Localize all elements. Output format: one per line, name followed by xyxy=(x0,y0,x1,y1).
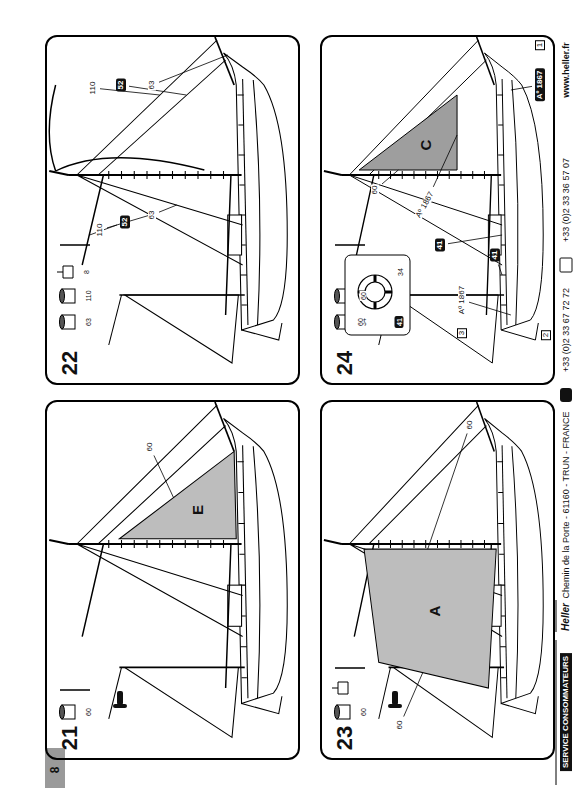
step-panel: 21 xyxy=(45,400,300,760)
step-panel: 22 xyxy=(45,35,300,385)
part-letter: E xyxy=(190,505,205,515)
address-text: Chemin de la Porte - 61160 - TRUN - FRAN… xyxy=(562,410,571,599)
leader-line xyxy=(511,86,532,90)
paint-number: 34 xyxy=(397,267,404,277)
ship-drawing xyxy=(324,37,543,363)
callout-number: 63 xyxy=(148,80,156,91)
leader-line xyxy=(404,673,423,717)
decal-number: 1 xyxy=(535,40,545,50)
part-letter: C xyxy=(418,140,433,151)
leader-line xyxy=(469,302,511,315)
callout-number: 52 xyxy=(120,216,130,229)
part-letter: A xyxy=(427,606,442,617)
phone-number: +33 (0)2 33 67 72 72 xyxy=(562,287,571,373)
callout-number: 41 xyxy=(395,316,404,328)
paint-number: 110 xyxy=(85,289,92,302)
leader-line xyxy=(154,455,174,497)
step-number: 24 xyxy=(334,351,356,375)
step-number: 22 xyxy=(59,351,81,375)
step-panel: 24 xyxy=(320,35,555,385)
leader-line xyxy=(428,433,467,549)
decal-text: Aº 1867 xyxy=(458,285,466,315)
callout-number: 63 xyxy=(148,210,156,221)
paint-number: 60 xyxy=(360,707,367,717)
decal-text: Aº 1867 xyxy=(414,190,436,220)
decal-number: 2 xyxy=(541,330,551,340)
leader-line xyxy=(129,86,186,95)
callout-number: 52 xyxy=(116,79,126,92)
ship-drawing xyxy=(49,37,287,363)
step-number: 23 xyxy=(334,726,356,750)
callout-number: 60 xyxy=(466,420,474,431)
leader-line xyxy=(448,235,502,244)
glue-symbol xyxy=(113,691,402,708)
footer-heading: SERVICE CONSOMMATEURS xyxy=(560,653,572,771)
callout-number: 41 xyxy=(435,239,445,252)
fax-number: +33 (0)2 33 36 57 07 xyxy=(562,157,571,243)
phone-icon xyxy=(560,258,572,402)
page-number: 8 xyxy=(49,767,61,774)
ship-drawing xyxy=(49,402,287,737)
brand-name: Heller xyxy=(561,601,571,633)
paint-number: 60 xyxy=(360,291,367,301)
leader-line xyxy=(433,135,457,187)
leader-line xyxy=(159,55,228,82)
paint-number: 60 xyxy=(85,707,92,717)
footer-rule xyxy=(556,600,557,785)
decal-text: Aº 1867 xyxy=(535,69,545,102)
paint-number: 63 xyxy=(85,317,92,327)
step-panel: 23 xyxy=(320,400,555,760)
step-number: 21 xyxy=(59,726,81,750)
paint-pots xyxy=(57,245,365,719)
web-address: www.heller.fr xyxy=(562,42,571,98)
page-tab xyxy=(45,748,65,788)
callout-number: 60 xyxy=(146,442,154,453)
callout-number: 60 xyxy=(396,720,404,731)
callout-number: 60 xyxy=(371,185,379,196)
callout-number: 110 xyxy=(96,223,104,238)
leader-line xyxy=(159,205,177,212)
callout-number: 41 xyxy=(490,249,500,262)
paint-number: 60 xyxy=(357,317,364,327)
decal-number: 3 xyxy=(457,328,467,338)
paint-number: 8 xyxy=(83,269,90,275)
leader-line xyxy=(382,170,398,184)
ship-drawing xyxy=(324,402,543,737)
callout-number: 110 xyxy=(89,81,97,96)
leader-line xyxy=(498,264,502,275)
lifebuoy-inset xyxy=(345,255,410,335)
